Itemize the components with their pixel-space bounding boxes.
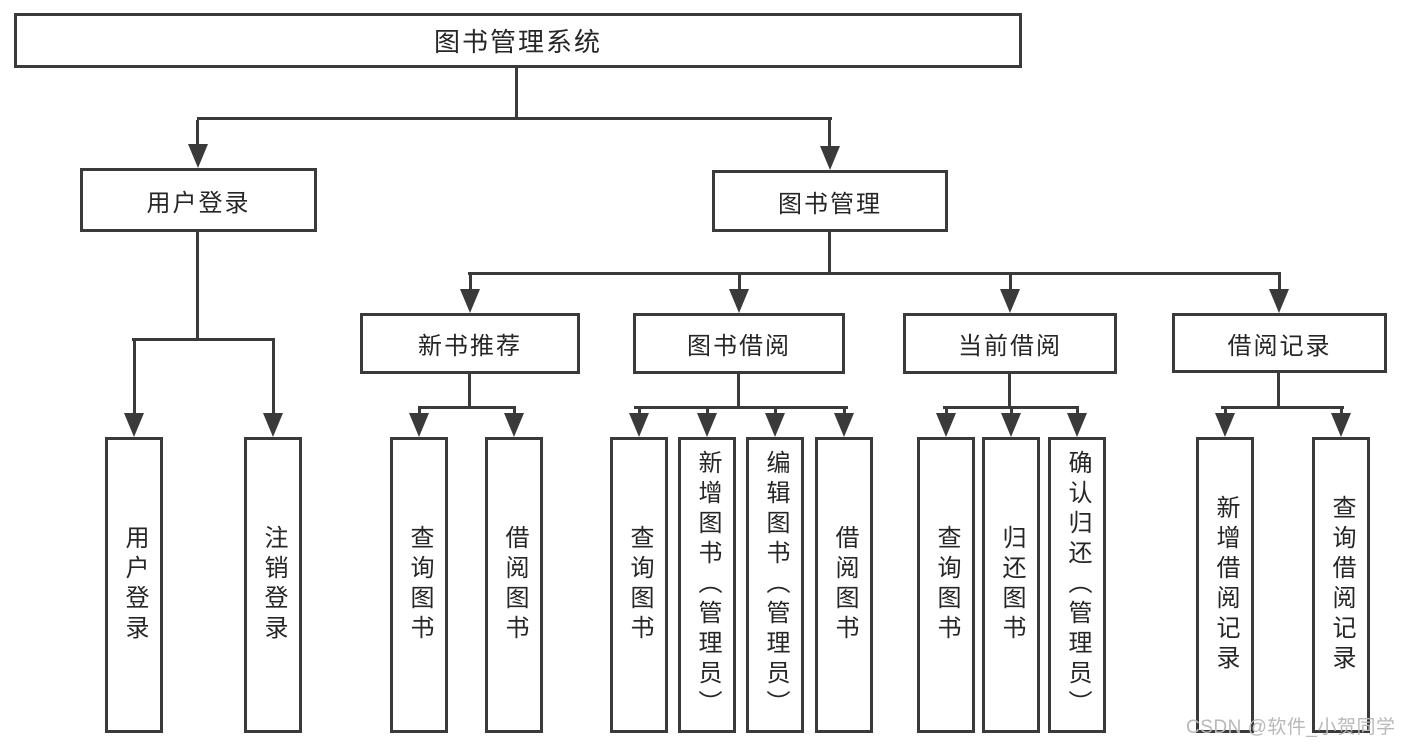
node-user-login: 用户登录 (80, 168, 317, 232)
arrowhead-to-records (1269, 289, 1289, 313)
connector-drop-book-management (828, 120, 831, 148)
csdn-watermark: CSDN @软件_小贺同学 (1186, 717, 1396, 738)
arrowhead-to-br-query (1331, 413, 1351, 437)
node-book-borrow: 图书借阅 (633, 313, 845, 374)
leaf-cb-query-books: 查询图书 (917, 437, 975, 733)
connector-book-management-bar (468, 272, 1281, 275)
node-book-management: 图书管理 (712, 170, 948, 232)
arrowhead-to-nb-query (409, 413, 429, 437)
arrowhead-to-book-management (820, 146, 840, 170)
arrowhead-to-leaf-user-login (124, 413, 144, 437)
leaf-br-add-record: 新增借阅记录 (1196, 437, 1254, 733)
connector-drop-cb-confirm (1076, 409, 1079, 415)
connector-borrow-bar (634, 406, 848, 409)
arrowhead-to-user-login (188, 144, 208, 168)
arrowhead-to-br-add (1215, 413, 1235, 437)
leaf-cb-return-books: 归还图书 (982, 437, 1040, 733)
arrowhead-to-bb-edit (765, 413, 785, 437)
connector-drop-new-book (469, 275, 472, 291)
connector-drop-nb-query (418, 409, 421, 415)
connector-borrow-down (737, 374, 740, 407)
leaf-bb-borrow-books: 借阅图书 (815, 437, 873, 733)
connector-root-bar (197, 117, 832, 120)
connector-records-down (1277, 373, 1280, 407)
arrowhead-to-cb-confirm (1067, 413, 1087, 437)
leaf-nb-borrow-books: 借阅图书 (485, 437, 543, 733)
arrowhead-to-cb-return (1001, 413, 1021, 437)
arrowhead-to-cb-query (936, 413, 956, 437)
arrowhead-to-new-book (460, 289, 480, 313)
connector-user-login-down (196, 232, 199, 338)
connector-drop-cb-query (945, 409, 948, 415)
connector-new-book-down (468, 374, 471, 407)
connector-drop-leaf-logout (272, 341, 275, 415)
arrowhead-to-current (1000, 289, 1020, 313)
connector-current-down (1008, 374, 1011, 407)
node-borrow-records: 借阅记录 (1172, 313, 1387, 373)
connector-drop-bb-query (638, 409, 641, 415)
leaf-cb-confirm-return-admin: 确认归还（管理员） (1048, 437, 1106, 733)
connector-drop-cb-return (1010, 409, 1013, 415)
node-new-book-recommend: 新书推荐 (360, 313, 580, 374)
connector-drop-current (1009, 275, 1012, 291)
node-current-borrow: 当前借阅 (903, 313, 1117, 374)
connector-drop-bb-borrow (843, 409, 846, 415)
connector-records-bar (1221, 406, 1344, 409)
arrowhead-to-bb-query (629, 413, 649, 437)
leaf-user-login: 用户登录 (105, 437, 163, 733)
node-library-management-system: 图书管理系统 (14, 13, 1022, 68)
leaf-logout: 注销登录 (244, 437, 302, 733)
connector-root-down (515, 68, 518, 117)
connector-drop-bb-add (706, 409, 709, 415)
connector-new-book-bar (418, 406, 516, 409)
arrowhead-to-bb-borrow (834, 413, 854, 437)
connector-drop-borrow (738, 275, 741, 291)
connector-drop-nb-borrow (513, 409, 516, 415)
connector-drop-br-query (1340, 409, 1343, 415)
connector-current-bar (943, 406, 1079, 409)
arrowhead-to-bb-add (697, 413, 717, 437)
leaf-bb-edit-books-admin: 编辑图书（管理员） (746, 437, 804, 733)
connector-drop-br-add (1224, 409, 1227, 415)
leaf-bb-add-books-admin: 新增图书（管理员） (678, 437, 736, 733)
leaf-br-query-record: 查询借阅记录 (1312, 437, 1370, 733)
arrowhead-to-nb-borrow (504, 413, 524, 437)
connector-drop-bb-edit (774, 409, 777, 415)
leaf-bb-query-books: 查询图书 (610, 437, 668, 733)
arrowhead-to-borrow (729, 289, 749, 313)
connector-drop-records (1278, 275, 1281, 291)
connector-book-management-down (828, 232, 831, 272)
connector-drop-leaf-user-login (133, 341, 136, 415)
arrowhead-to-leaf-logout (263, 413, 283, 437)
connector-user-login-bar (132, 338, 275, 341)
connector-drop-user-login (196, 120, 199, 146)
leaf-nb-query-books: 查询图书 (390, 437, 448, 733)
